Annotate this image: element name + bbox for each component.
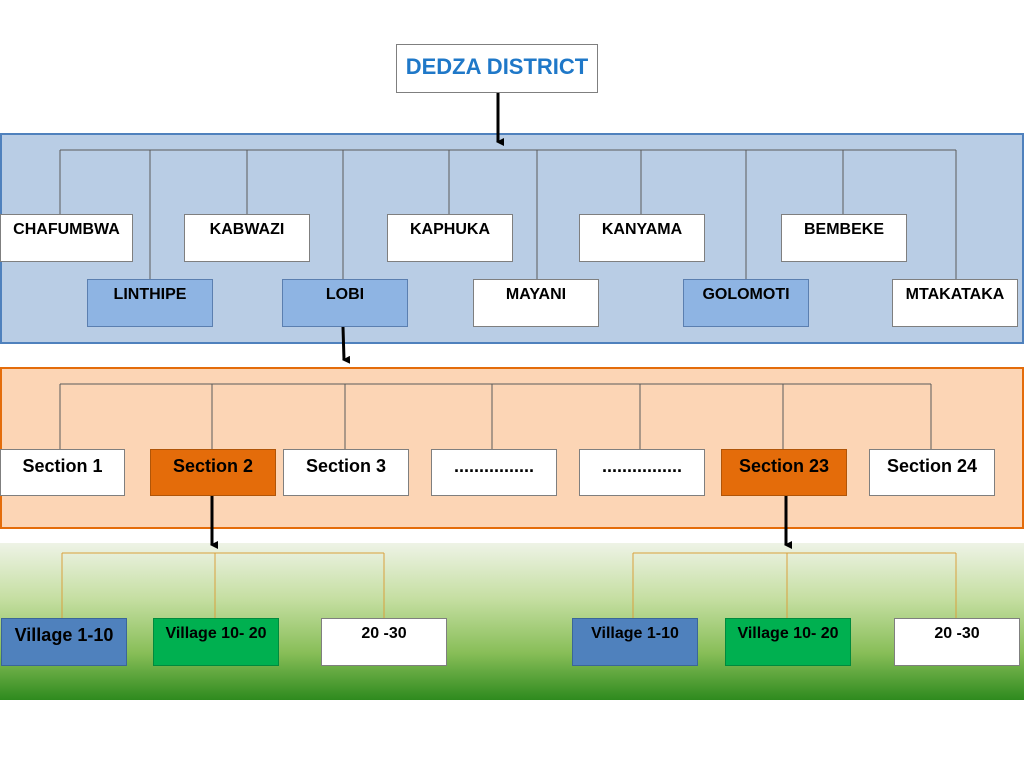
section-2: Section 2: [150, 449, 276, 496]
area-kabwazi: KABWAZI: [184, 214, 310, 262]
village-left-10-20: Village 10- 20: [153, 618, 279, 666]
section-23: Section 23: [721, 449, 847, 496]
section-24: Section 24: [869, 449, 995, 496]
area-golomoti: GOLOMOTI: [683, 279, 809, 327]
village-right-10-20: Village 10- 20: [725, 618, 851, 666]
area-kaphuka: KAPHUKA: [387, 214, 513, 262]
section-ellipsis-2: ................: [579, 449, 705, 496]
village-left-1-10: Village 1-10: [1, 618, 127, 666]
section-1: Section 1: [0, 449, 125, 496]
area-bembeke: BEMBEKE: [781, 214, 907, 262]
area-kanyama: KANYAMA: [579, 214, 705, 262]
area-mayani: MAYANI: [473, 279, 599, 327]
village-left-20-30: 20 -30: [321, 618, 447, 666]
sections-panel: [0, 367, 1024, 529]
section-3: Section 3: [283, 449, 409, 496]
village-right-20-30: 20 -30: [894, 618, 1020, 666]
area-linthipe: LINTHIPE: [87, 279, 213, 327]
section-ellipsis-1: ................: [431, 449, 557, 496]
area-chafumbwa: CHAFUMBWA: [0, 214, 133, 262]
district-title: DEDZA DISTRICT: [396, 44, 598, 93]
village-right-1-10: Village 1-10: [572, 618, 698, 666]
area-mtakataka: MTAKATAKA: [892, 279, 1018, 327]
area-lobi: LOBI: [282, 279, 408, 327]
